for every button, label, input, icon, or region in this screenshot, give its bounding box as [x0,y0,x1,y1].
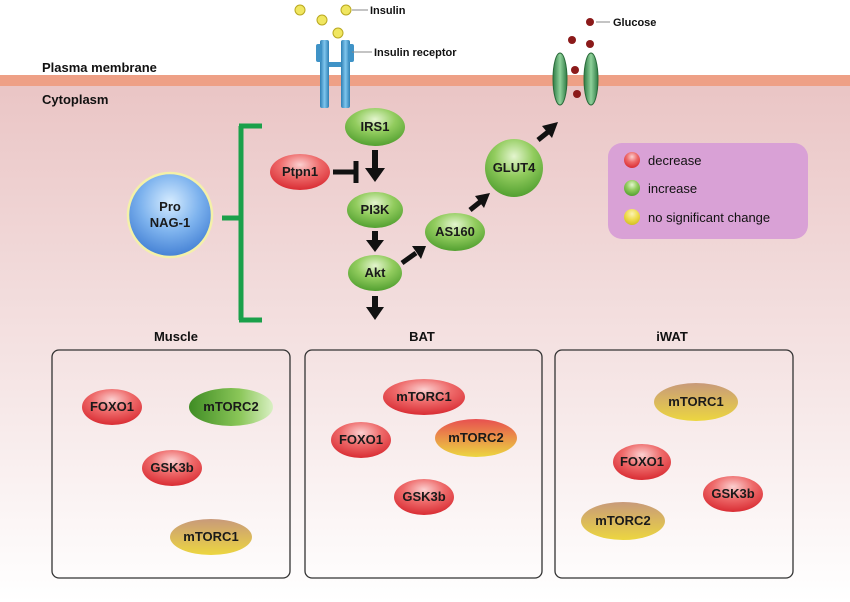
insulin-label: Insulin [370,5,406,17]
svg-text:NAG-1: NAG-1 [150,215,190,230]
legend: decrease increase no significant change [608,143,808,239]
svg-text:Pro: Pro [159,199,181,214]
svg-text:GLUT4: GLUT4 [493,160,536,175]
muscle-foxo1: FOXO1 [82,389,142,425]
bat-mtorc2: mTORC2 [435,419,517,457]
svg-text:GSK3b: GSK3b [150,460,193,475]
as160-node: AS160 [425,213,485,251]
muscle-gsk3b: GSK3b [142,450,202,486]
muscle-panel [51,349,291,579]
svg-text:mTORC1: mTORC1 [183,529,238,544]
ptpn1-inhibition [333,161,359,183]
bat-mtorc1: mTORC1 [383,379,465,415]
svg-text:AS160: AS160 [435,224,475,239]
irs1-node: IRS1 [345,108,405,146]
svg-text:mTORC1: mTORC1 [668,394,723,409]
akt-node: Akt [348,255,402,291]
svg-text:mTORC1: mTORC1 [396,389,451,404]
bat-foxo1: FOXO1 [331,422,391,458]
svg-text:mTORC2: mTORC2 [203,399,258,414]
arrow-akt-down [366,296,384,320]
bat-panel [304,349,543,579]
insulin-receptor [316,40,354,108]
plasma-membrane-label: Plasma membrane [42,60,157,75]
arrow-akt-as160 [400,246,426,266]
svg-text:FOXO1: FOXO1 [339,432,383,447]
legend-label-decrease: decrease [648,153,701,168]
legend-swatch-no-change [624,209,640,225]
insulin-molecules [294,4,352,39]
iwat-foxo1: FOXO1 [613,444,671,480]
plasma-membrane-band [0,75,850,86]
glucose-molecules [568,18,594,98]
iwat-mtorc1: mTORC1 [654,383,738,421]
muscle-title: Muscle [154,329,198,344]
cytoplasm-label: Cytoplasm [42,92,108,107]
svg-text:PI3K: PI3K [361,202,391,217]
glucose-label: Glucose [613,17,656,29]
arrow-as160-glut4 [468,193,490,212]
svg-text:IRS1: IRS1 [361,119,390,134]
arrow-irs1-pi3k [365,150,385,182]
pro-nag1-node: Pro NAG-1 [126,171,214,259]
legend-swatch-decrease [624,152,640,168]
arrow-glut4-membrane [536,122,558,142]
pi3k-node: PI3K [347,192,403,228]
glut4-channel [552,52,599,106]
svg-text:Akt: Akt [365,265,387,280]
svg-text:mTORC2: mTORC2 [448,430,503,445]
muscle-mtorc1: mTORC1 [170,519,252,555]
bat-title: BAT [409,329,435,344]
arrow-pi3k-akt [366,231,384,252]
legend-swatch-increase [624,180,640,196]
iwat-panel [554,349,794,579]
glut4-node: GLUT4 [485,139,543,197]
nag1-bracket [222,123,262,323]
svg-text:FOXO1: FOXO1 [620,454,664,469]
bat-gsk3b: GSK3b [394,479,454,515]
iwat-gsk3b: GSK3b [703,476,763,512]
iwat-mtorc2: mTORC2 [581,502,665,540]
svg-text:FOXO1: FOXO1 [90,399,134,414]
svg-text:mTORC2: mTORC2 [595,513,650,528]
insulin-receptor-label: Insulin receptor [374,47,457,59]
iwat-title: iWAT [656,329,688,344]
muscle-mtorc2: mTORC2 [189,388,273,426]
legend-label-increase: increase [648,181,697,196]
svg-text:Ptpn1: Ptpn1 [282,164,318,179]
legend-label-no-change: no significant change [648,210,770,225]
svg-text:GSK3b: GSK3b [402,489,445,504]
svg-text:GSK3b: GSK3b [711,486,754,501]
ptpn1-node: Ptpn1 [270,154,330,190]
